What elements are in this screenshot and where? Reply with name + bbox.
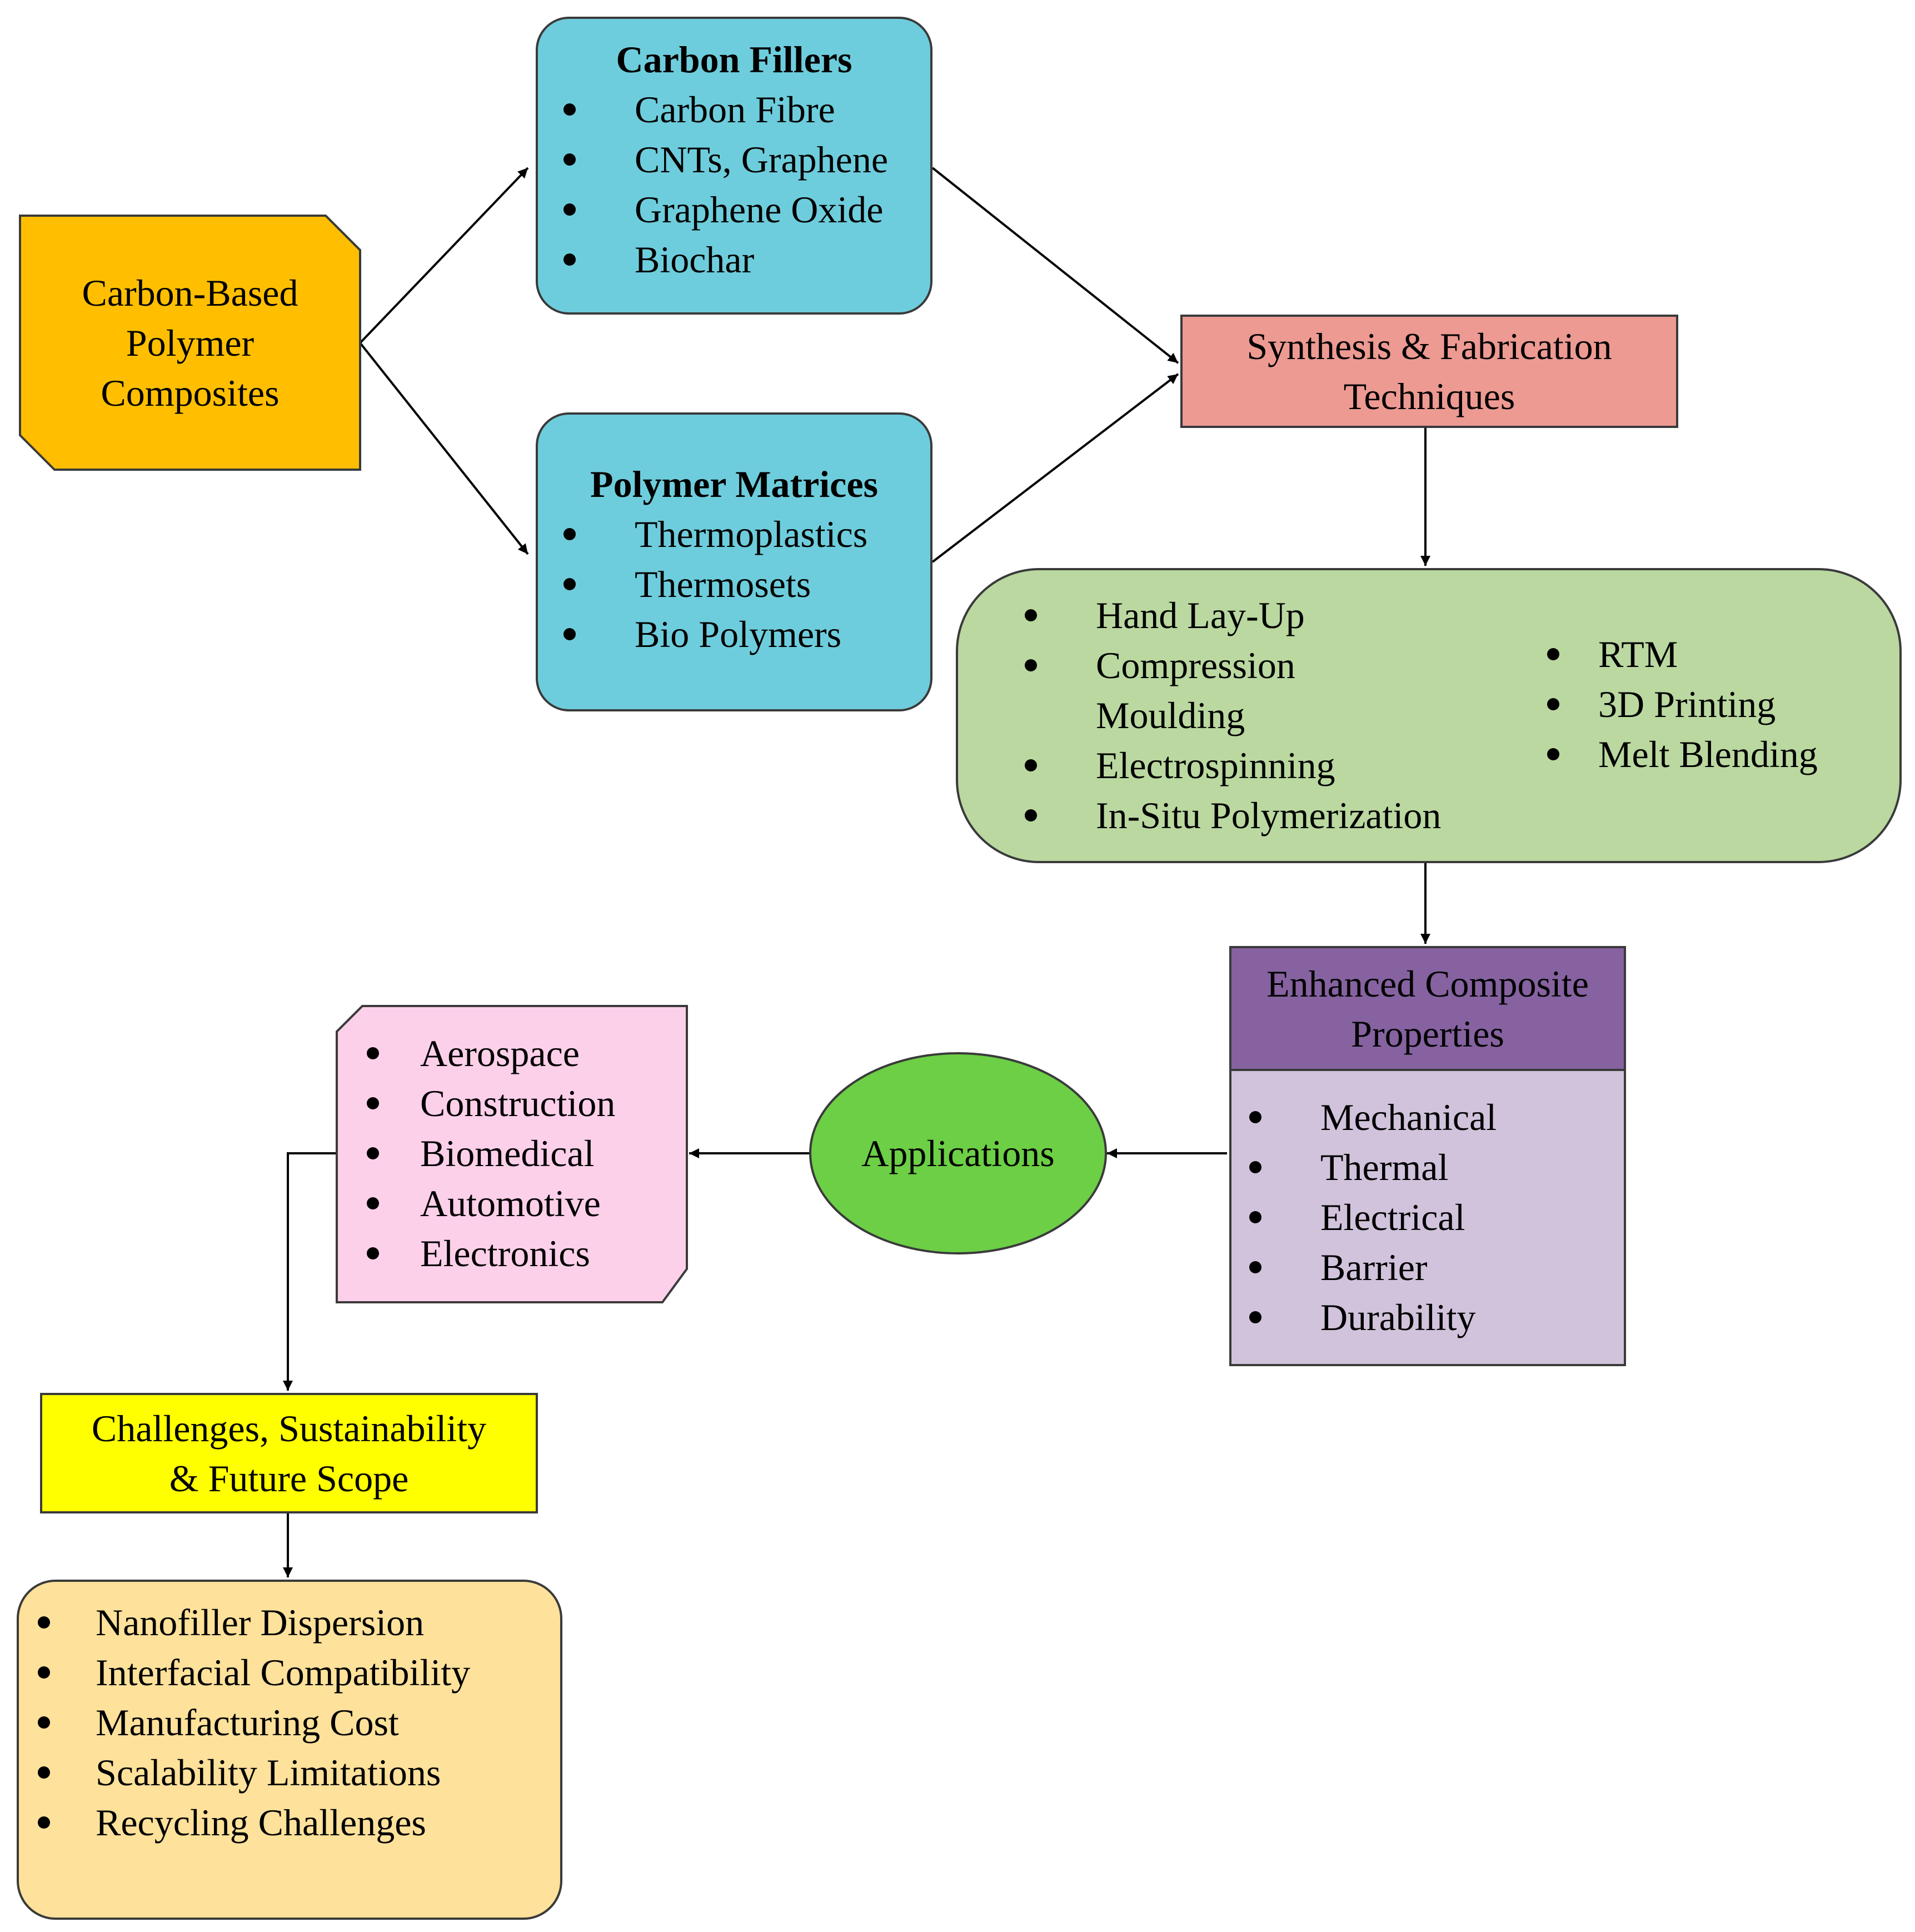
techniques-left-list: Hand Lay-Up Compression Moulding Electro… xyxy=(1018,590,1441,840)
synthesis-line-1: Synthesis & Fabrication xyxy=(1246,325,1612,367)
applications-node: Applications xyxy=(810,1053,1106,1253)
composites-label: Carbon-Based Polymer Composites xyxy=(20,216,360,470)
list-item: In-Situ Polymerization xyxy=(1018,790,1441,840)
carbon-fillers-title: Carbon Fillers xyxy=(616,38,852,81)
list-item-continuation: Moulding xyxy=(1096,694,1245,736)
list-item: RTM xyxy=(1534,629,1818,679)
list-item: CNTs, Graphene xyxy=(557,135,930,185)
challenges-line-1: Challenges, Sustainability xyxy=(91,1407,487,1450)
challenges-line-2: & Future Scope xyxy=(169,1457,409,1500)
composites-line-2: Polymer xyxy=(126,321,255,364)
list-item: Carbon Fibre xyxy=(557,84,930,135)
challenges-label: Challenges, Sustainability & Future Scop… xyxy=(42,1395,536,1511)
properties-header-label: Enhanced Composite Properties xyxy=(1231,948,1624,1069)
list-item: Graphene Oxide xyxy=(557,185,930,235)
synthesis-node: Synthesis & Fabrication Techniques xyxy=(1180,315,1678,428)
list-item: Interfacial Compatibility xyxy=(24,1647,470,1697)
carbon-fillers-list: Carbon Fibre CNTs, Graphene Graphene Oxi… xyxy=(557,84,930,285)
composites-node-shape xyxy=(19,215,361,471)
properties-header-line-1: Enhanced Composite xyxy=(1266,962,1589,1005)
composites-line-3: Composites xyxy=(101,371,280,414)
sectors-node: Aerospace Construction Biomedical Automo… xyxy=(337,1006,687,1302)
list-item: 3D Printing xyxy=(1534,679,1818,729)
applications-label: Applications xyxy=(861,1132,1055,1174)
synthesis-label: Synthesis & Fabrication Techniques xyxy=(1183,317,1676,426)
list-item: Electrical xyxy=(1243,1192,1497,1242)
techniques-right-list: RTM 3D Printing Melt Blending xyxy=(1534,629,1818,779)
properties-list: Mechanical Thermal Electrical Barrier Du… xyxy=(1243,1092,1497,1342)
composites-node: Carbon-Based Polymer Composites xyxy=(20,216,360,470)
list-item: Nanofiller Dispersion xyxy=(24,1597,470,1647)
sectors-list: Aerospace Construction Biomedical Automo… xyxy=(353,1028,615,1278)
list-item: Thermal xyxy=(1243,1142,1497,1192)
list-item: Barrier xyxy=(1243,1242,1497,1292)
issues-list: Nanofiller Dispersion Interfacial Compat… xyxy=(24,1597,470,1848)
polymer-matrices-title: Polymer Matrices xyxy=(590,463,878,505)
arrow-composites-to-fillers xyxy=(359,167,529,344)
list-item: Thermosets xyxy=(557,559,930,609)
list-item: Melt Blending xyxy=(1534,729,1818,779)
list-item: Manufacturing Cost xyxy=(24,1697,470,1747)
arrow-fillers-to-synthesis xyxy=(931,167,1179,364)
list-item: Automotive xyxy=(353,1178,615,1228)
list-item: Durability xyxy=(1243,1292,1497,1342)
techniques-node: Hand Lay-Up Compression Moulding Electro… xyxy=(956,568,1902,863)
issues-node: Nanofiller Dispersion Interfacial Compat… xyxy=(17,1580,562,1920)
arrow-matrices-to-synthesis xyxy=(931,373,1179,563)
list-item: Scalability Limitations xyxy=(24,1747,470,1797)
properties-header-line-2: Properties xyxy=(1351,1012,1504,1055)
list-item: Biomedical xyxy=(353,1128,615,1178)
carbon-fillers-node: Carbon Fillers Carbon Fibre CNTs, Graphe… xyxy=(536,17,932,315)
list-item: Compression xyxy=(1018,640,1441,690)
list-item: Construction xyxy=(353,1078,615,1128)
synthesis-line-2: Techniques xyxy=(1343,375,1515,417)
arrow-composites-to-matrices xyxy=(359,342,529,555)
sectors-node-shape xyxy=(336,1005,688,1303)
composites-line-1: Carbon-Based xyxy=(82,271,298,314)
properties-header: Enhanced Composite Properties xyxy=(1229,946,1626,1071)
arrow-sectors-to-challenges xyxy=(283,1152,337,1391)
list-item: Electrospinning xyxy=(1018,740,1441,790)
list-item: Biochar xyxy=(557,235,930,285)
challenges-node: Challenges, Sustainability & Future Scop… xyxy=(40,1393,538,1513)
list-item: Electronics xyxy=(353,1228,615,1278)
polymer-matrices-list: Thermoplastics Thermosets Bio Polymers xyxy=(557,509,930,659)
properties-body: Mechanical Thermal Electrical Barrier Du… xyxy=(1229,1069,1626,1366)
list-item: Recycling Challenges xyxy=(24,1797,470,1848)
list-item: Thermoplastics xyxy=(557,509,930,559)
polymer-matrices-node: Polymer Matrices Thermoplastics Thermose… xyxy=(536,412,932,711)
applications-node-shape xyxy=(809,1052,1107,1254)
list-item: Bio Polymers xyxy=(557,609,930,659)
list-item: Aerospace xyxy=(353,1028,615,1078)
list-item: Mechanical xyxy=(1243,1092,1497,1142)
list-item: Hand Lay-Up xyxy=(1018,590,1441,640)
